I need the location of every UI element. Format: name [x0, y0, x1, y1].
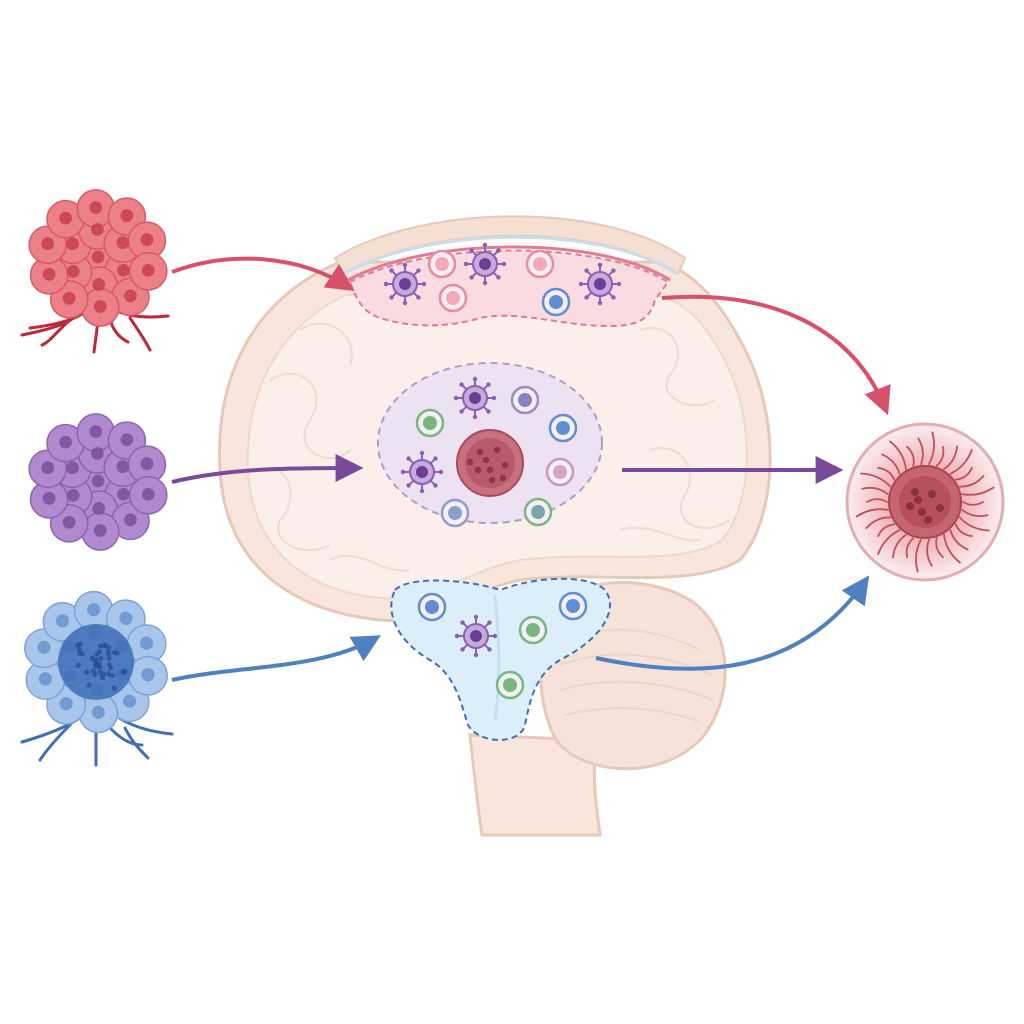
central-tumor-mass — [457, 430, 523, 496]
round-immune-cell-icon — [419, 594, 445, 620]
round-immune-cell-icon — [560, 593, 586, 619]
round-immune-cell-icon — [512, 387, 538, 413]
dendritic-cell-icon — [579, 263, 621, 305]
round-immune-cell-icon — [547, 459, 573, 485]
dendritic-cell-icon — [455, 615, 497, 657]
round-immune-cell-icon — [442, 500, 468, 526]
round-immune-cell-icon — [520, 617, 546, 643]
blue-input-arrow — [172, 638, 376, 680]
invasive-tumor-cell-icon — [847, 424, 1003, 580]
dendritic-cell-icon — [454, 377, 496, 419]
dendritic-cell-icon — [401, 451, 443, 493]
round-immune-cell-icon — [429, 251, 455, 277]
round-immune-cell-icon — [543, 289, 569, 315]
round-immune-cell-icon — [417, 410, 443, 436]
cortical-zone — [348, 243, 670, 326]
dendritic-cell-icon — [464, 243, 506, 285]
round-immune-cell-icon — [550, 415, 576, 441]
dendritic-cell-icon — [384, 263, 426, 305]
round-immune-cell-icon — [525, 499, 551, 525]
round-immune-cell-icon — [497, 672, 523, 698]
purple-tumor-cluster-icon — [29, 414, 167, 550]
blue-tumor-cluster-icon — [22, 592, 172, 765]
red-tumor-cluster-icon — [22, 190, 168, 352]
blue-tumor-core — [58, 624, 134, 700]
round-immune-cell-icon — [527, 251, 553, 277]
round-immune-cell-icon — [440, 285, 466, 311]
